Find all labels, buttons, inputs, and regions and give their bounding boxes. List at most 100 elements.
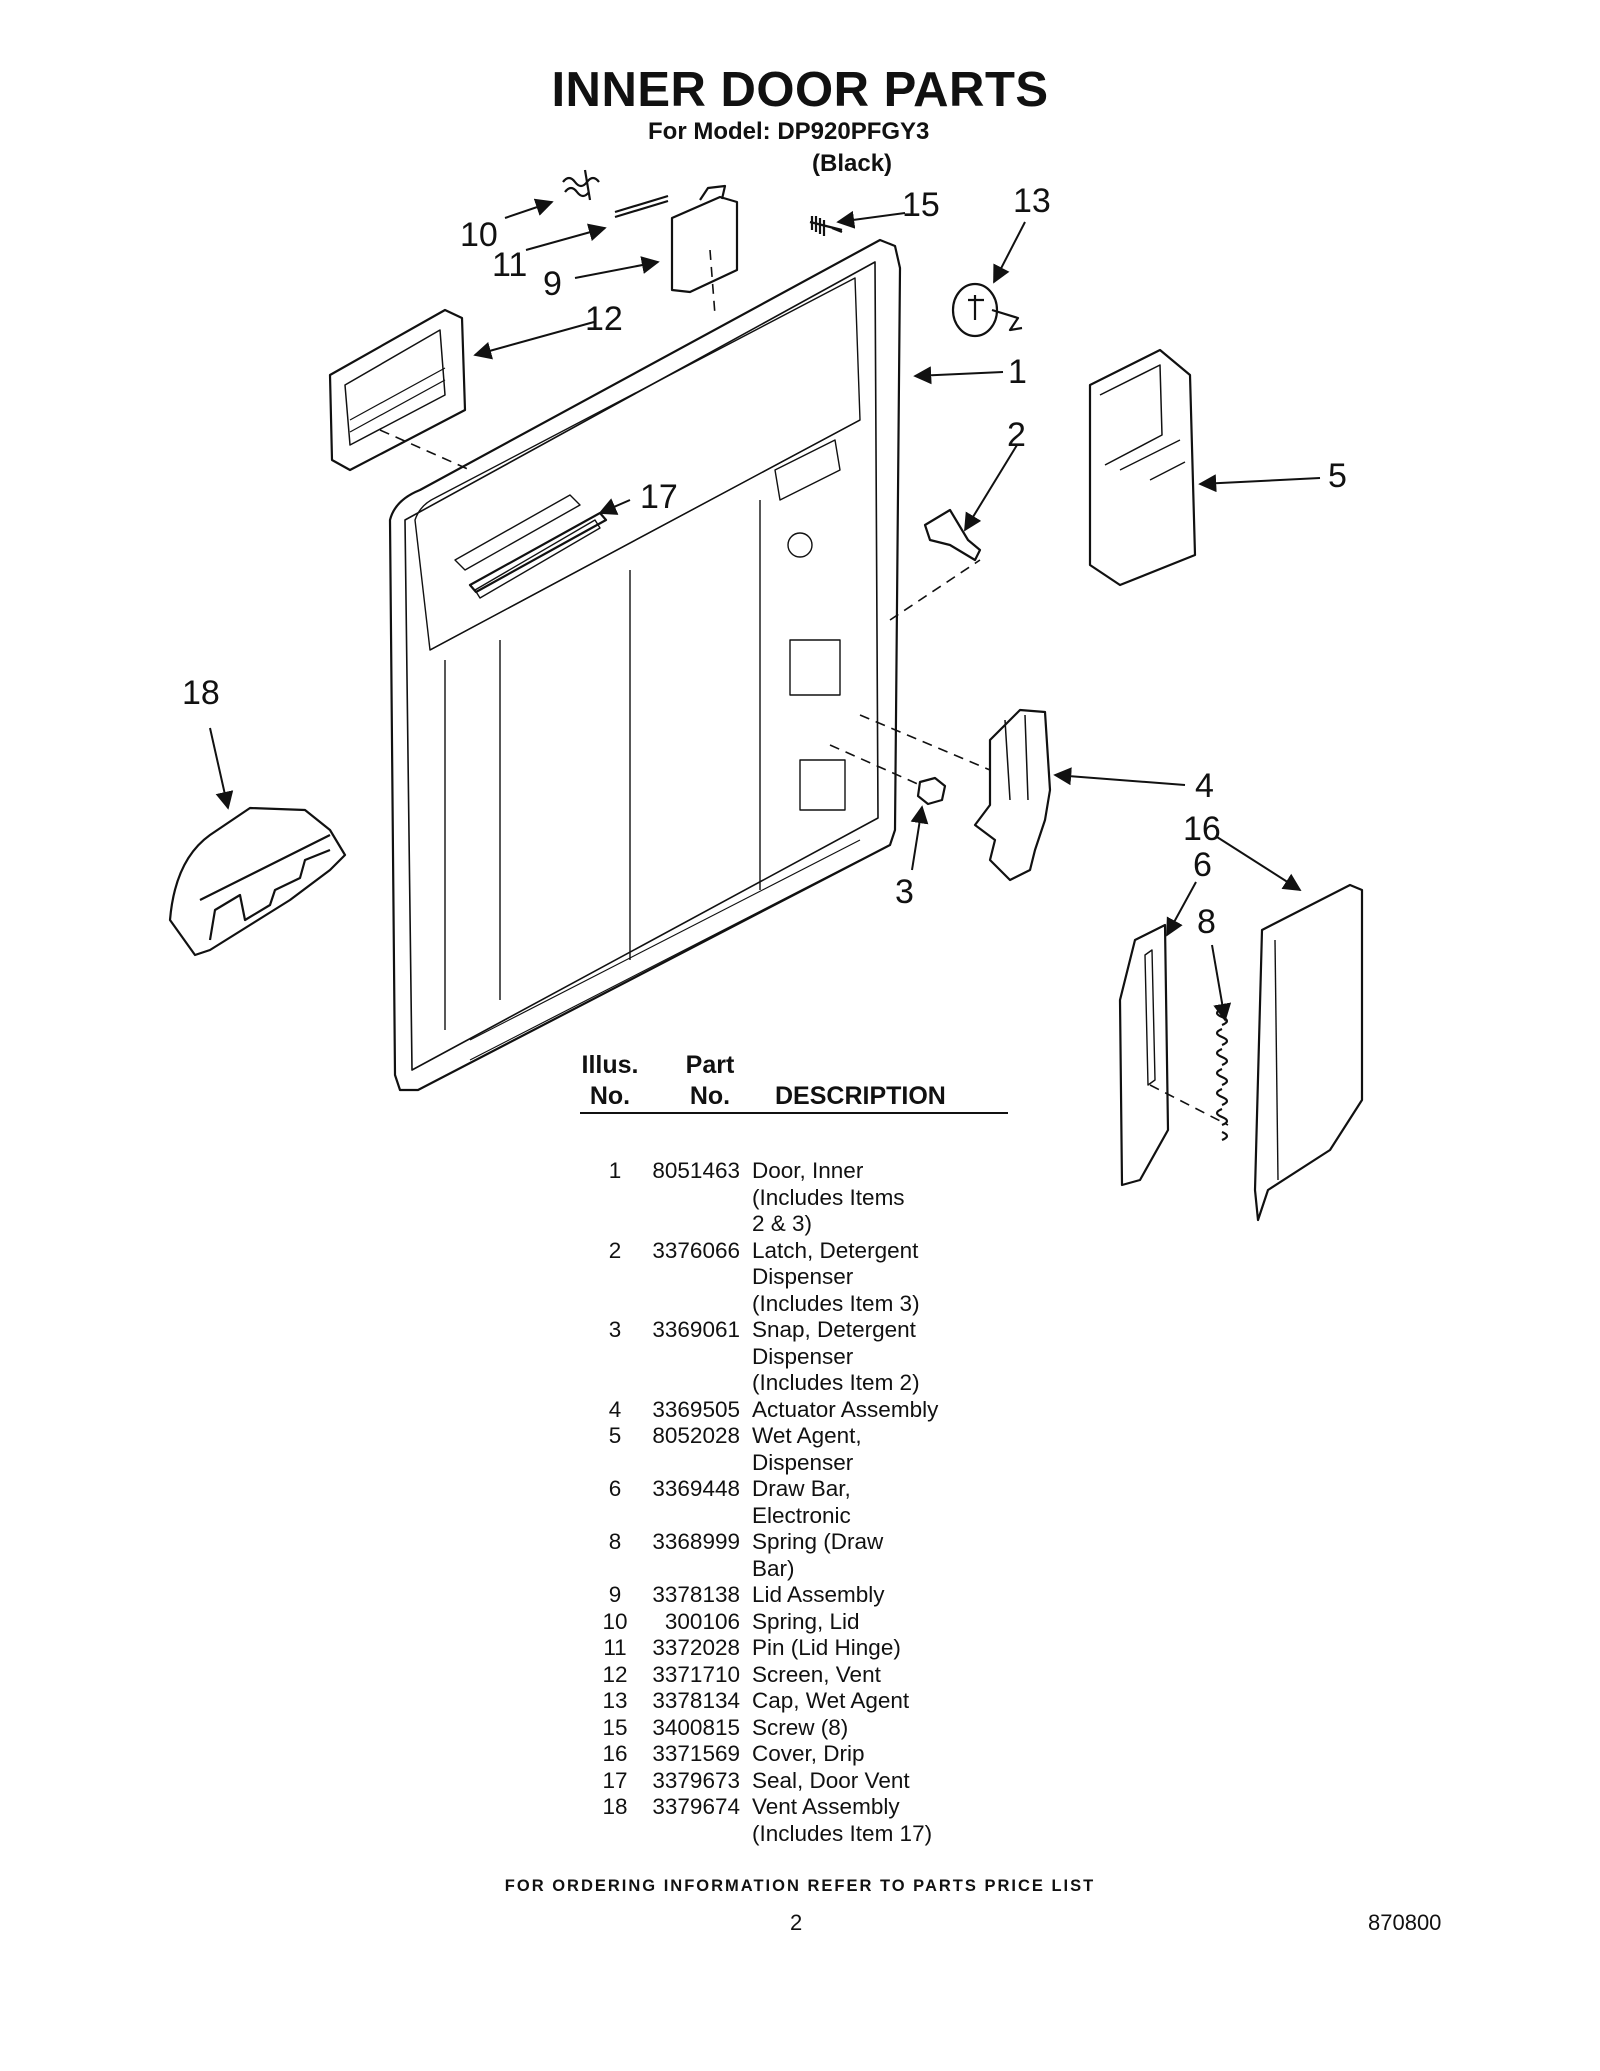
callout-3: 3 <box>895 873 914 911</box>
description-line: (Includes Items <box>752 1184 905 1210</box>
header-part-no: Part No. <box>680 1050 740 1112</box>
callout-12: 12 <box>585 300 623 338</box>
header-part-line1: Part <box>685 1051 735 1079</box>
inner-door-part-1 <box>388 238 902 1092</box>
part-description: Screw (8) <box>752 1715 1030 1742</box>
part-description: Wet Agent,Dispenser <box>752 1423 1030 1476</box>
part-number: 3372028 <box>652 1635 740 1660</box>
part-description: Vent Assembly(Includes Item 17) <box>752 1794 1030 1847</box>
illus-number: 4 <box>608 1396 622 1422</box>
header-illus-no: Illus. No. <box>580 1050 640 1112</box>
description-line: Cover, Drip <box>752 1741 865 1766</box>
description-line: Snap, Detergent <box>752 1317 916 1342</box>
description-line: Spring, Lid <box>752 1608 860 1634</box>
part-number: 3379674 <box>652 1794 740 1819</box>
part-description: Cover, Drip <box>752 1741 1030 1768</box>
page-number: 2 <box>790 1910 803 1935</box>
part-number: 8052028 <box>652 1423 740 1448</box>
model-finish: (Black) <box>812 150 893 177</box>
illus-number: 10 <box>602 1608 628 1634</box>
description-line: (Includes Item 2) <box>752 1370 920 1395</box>
header-description: DESCRIPTION <box>775 1082 946 1110</box>
illus-number: 1 <box>608 1158 622 1183</box>
illus-number: 2 <box>608 1237 622 1263</box>
illus-number: 15 <box>602 1714 628 1740</box>
part-description: Lid Assembly <box>752 1582 1030 1609</box>
description-line: Screw (8) <box>752 1714 849 1740</box>
part-number: 3369505 <box>652 1396 740 1422</box>
part-description: Actuator Assembly <box>752 1397 1030 1424</box>
detergent-snap-part-3 <box>916 776 947 806</box>
callout-4: 4 <box>1195 767 1214 805</box>
description-line: Draw Bar, <box>752 1476 851 1501</box>
description-line: Electronic <box>752 1502 851 1528</box>
illus-number: 17 <box>602 1767 628 1793</box>
callout-16: 16 <box>1183 810 1221 848</box>
header-illus-line2: No. <box>589 1082 631 1110</box>
parts-row: 4 3369505 Actuator Assembly <box>590 1397 1030 1424</box>
part-description: Spring, Lid <box>752 1609 1030 1636</box>
description-line: Door, Inner <box>752 1158 864 1183</box>
part-number: 3378138 <box>652 1582 740 1607</box>
description-line: Actuator Assembly <box>752 1396 939 1422</box>
illus-number: 12 <box>602 1661 628 1687</box>
part-description: Cap, Wet Agent <box>752 1688 1030 1715</box>
illus-number: 8 <box>608 1529 622 1554</box>
lid-assembly-part-9 <box>670 184 739 294</box>
illus-number: 18 <box>602 1794 628 1819</box>
description-line: Dispenser <box>752 1264 854 1289</box>
illus-number: 9 <box>608 1582 622 1607</box>
parts-row: 16 3371569 Cover, Drip <box>590 1741 1030 1768</box>
header-part-line2: No. <box>689 1082 731 1110</box>
illus-number: 3 <box>608 1317 622 1342</box>
wet-agent-cap-part-13 <box>951 282 1023 338</box>
actuator-assembly-part-4 <box>973 708 1052 882</box>
description-line: 2 & 3) <box>752 1211 813 1236</box>
draw-bar-part-6 <box>1118 923 1170 1187</box>
lid-hinge-pin-part-11 <box>614 194 669 219</box>
illus-number: 13 <box>602 1688 628 1713</box>
lid-spring-part-10 <box>562 169 600 201</box>
document-number: 870800 <box>1368 1910 1442 1935</box>
description-line: (Includes Item 17) <box>752 1820 933 1846</box>
parts-row: 12 3371710 Screen, Vent <box>590 1662 1030 1689</box>
description-line: Pin (Lid Hinge) <box>752 1635 901 1660</box>
part-number: 8051463 <box>652 1158 740 1183</box>
vent-screen-part-12 <box>328 308 467 472</box>
illus-number: 16 <box>602 1741 628 1766</box>
part-number: 3371569 <box>652 1741 740 1766</box>
description-line: Spring (Draw <box>752 1529 884 1554</box>
wet-agent-dispenser-part-5 <box>1088 348 1197 587</box>
detergent-latch-part-2 <box>923 508 982 562</box>
part-description: Seal, Door Vent <box>752 1768 1030 1795</box>
part-number: 3369061 <box>652 1317 740 1342</box>
part-description: Pin (Lid Hinge) <box>752 1635 1030 1662</box>
part-number: 3371710 <box>652 1661 740 1687</box>
description-line: Bar) <box>752 1555 795 1581</box>
illus-number: 5 <box>608 1423 622 1448</box>
part-description: Draw Bar,Electronic <box>752 1476 1030 1529</box>
part-description: Screen, Vent <box>752 1662 1030 1689</box>
description-line: Dispenser <box>752 1449 854 1475</box>
part-number: 3368999 <box>652 1529 740 1554</box>
part-number: 3376066 <box>652 1237 740 1263</box>
callout-15: 15 <box>902 186 940 224</box>
parts-row: 5 8052028 Wet Agent,Dispenser <box>590 1423 1030 1476</box>
description-line: Wet Agent, <box>752 1423 862 1448</box>
description-line: Dispenser <box>752 1343 854 1369</box>
callout-2: 2 <box>1007 416 1026 454</box>
illus-number: 11 <box>603 1635 627 1660</box>
